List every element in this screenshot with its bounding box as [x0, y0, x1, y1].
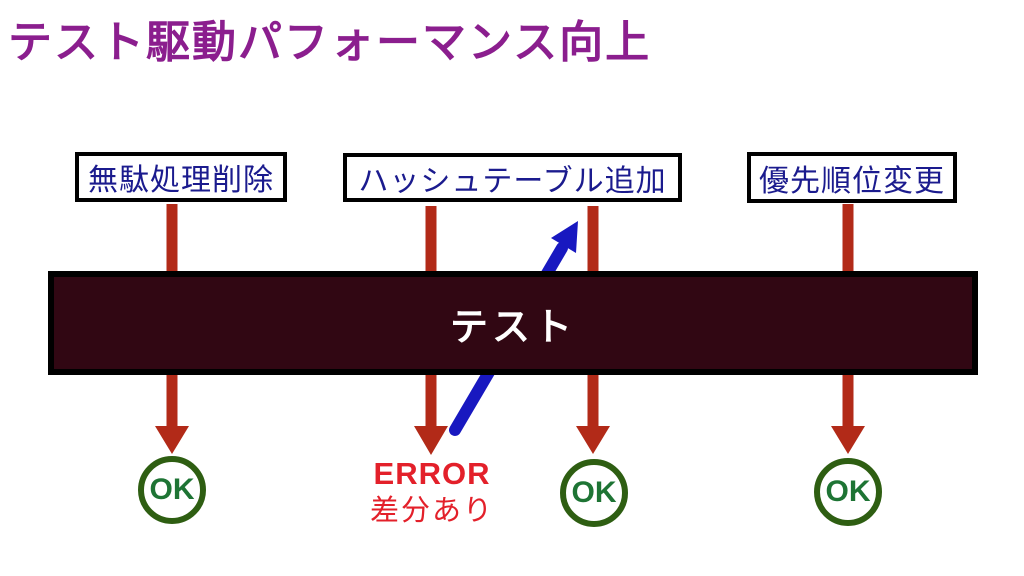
result-ok-badge: OK — [814, 458, 882, 526]
step-box-remove-waste: 無駄処理削除 — [75, 152, 287, 202]
ok-label: OK — [571, 476, 617, 509]
result-ok-badge: OK — [560, 459, 628, 527]
test-bar: テスト — [48, 271, 978, 375]
ok-label: OK — [149, 473, 195, 506]
step-box-label: ハッシュテーブル追加 — [358, 164, 667, 198]
test-bar-label: テスト — [449, 306, 576, 349]
result-ok-badge: OK — [138, 456, 206, 524]
step-box-label: 無駄処理削除 — [88, 164, 274, 197]
error-status: ERROR — [373, 456, 491, 491]
result-error-block: ERROR 差分あり — [330, 458, 534, 526]
down-arrow-head-icon — [576, 426, 610, 454]
step-box-change-priority: 優先順位変更 — [747, 152, 957, 203]
page-title: テスト駆動パフォーマンス向上 — [8, 18, 652, 67]
step-box-label: 優先順位変更 — [759, 164, 945, 198]
ok-label: OK — [825, 475, 871, 508]
retry-up-arrow-head-icon — [551, 221, 578, 253]
down-arrow-head-icon — [414, 426, 448, 455]
down-arrow-head-icon — [831, 426, 865, 454]
step-box-add-hashtable: ハッシュテーブル追加 — [343, 153, 682, 202]
error-detail: 差分あり — [369, 495, 494, 527]
down-arrow-head-icon — [155, 426, 189, 454]
